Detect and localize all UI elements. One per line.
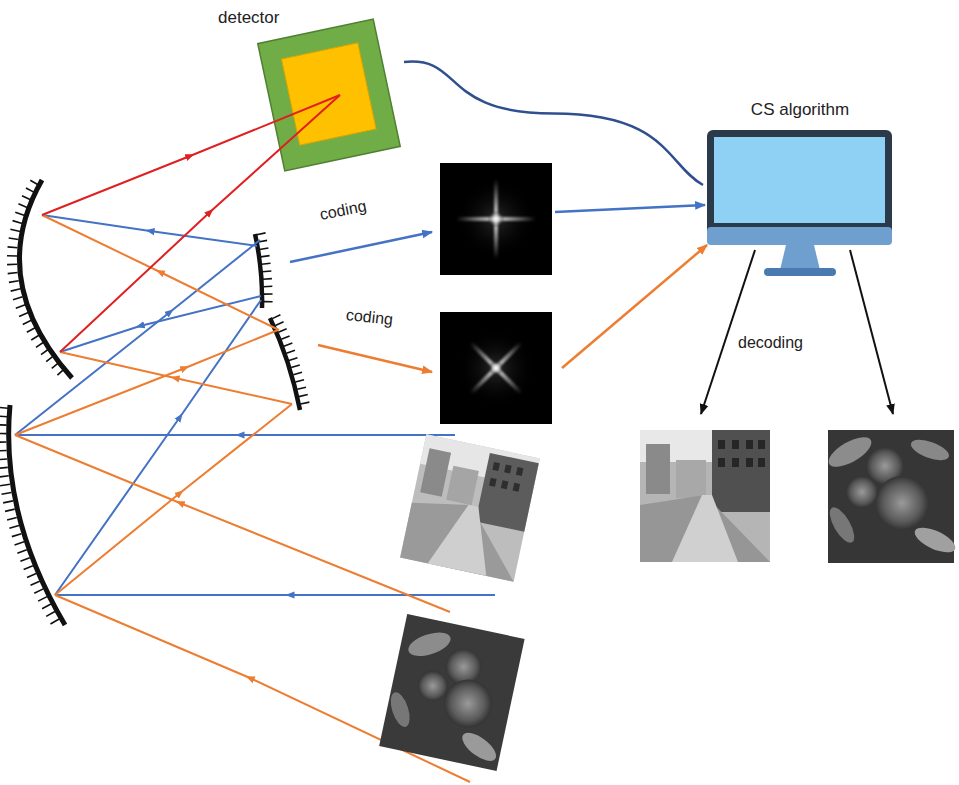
node-label: detector (218, 8, 279, 28)
node-label: CS algorithm (751, 100, 849, 120)
coding-label: coding (345, 306, 394, 329)
coding-label: coding (318, 197, 368, 224)
detector-box: detector (214, 4, 404, 180)
computer-box: CS algorithm (703, 98, 897, 278)
signal-cable (404, 62, 703, 185)
decoding-label: decoding (738, 334, 803, 352)
